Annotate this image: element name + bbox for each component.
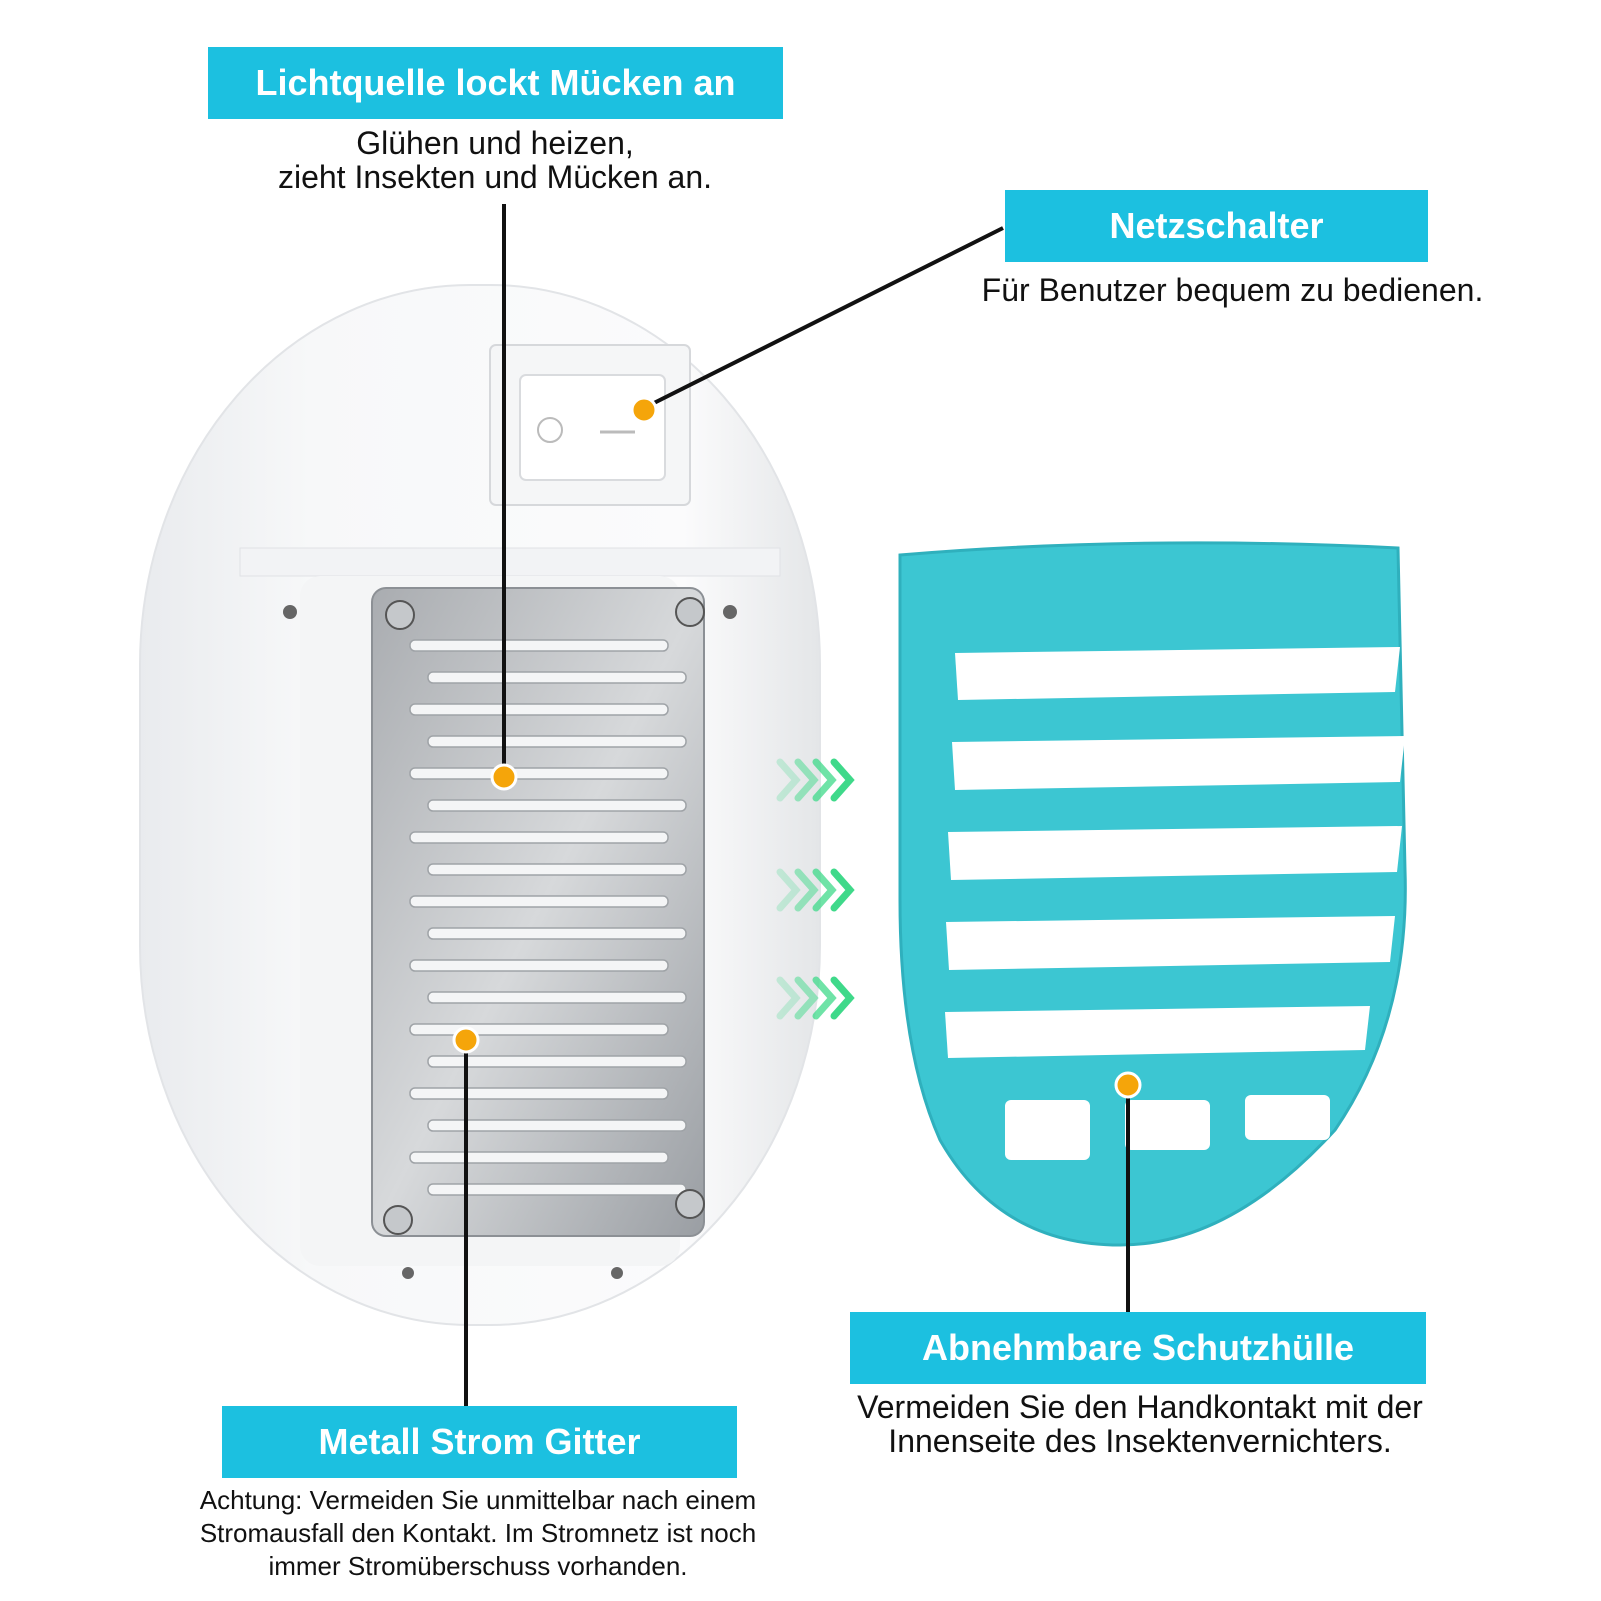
grid-slot xyxy=(427,799,687,812)
grid-slot xyxy=(427,1055,687,1068)
desc-line: Innenseite des Insektenvernichters. xyxy=(888,1423,1392,1459)
arrow-chevron xyxy=(794,758,819,802)
callout-desc-power-switch: Für Benutzer bequem zu bedienen. xyxy=(940,272,1525,308)
cover-opening xyxy=(948,826,1402,880)
arrow-chevron xyxy=(776,758,801,802)
grid-slot xyxy=(409,831,669,844)
arrow-chevron xyxy=(812,976,837,1020)
cover-opening xyxy=(1005,1100,1090,1160)
grid-slot xyxy=(409,959,669,972)
callout-desc-cover: Vermeiden Sie den Handkontakt mit der In… xyxy=(800,1390,1480,1458)
arrow-chevron xyxy=(830,868,855,912)
grid-slot xyxy=(427,671,687,684)
callout-desc-metal-grid: Achtung: Vermeiden Sie unmittelbar nach … xyxy=(138,1484,818,1583)
callout-title-light-source: Lichtquelle lockt Mücken an xyxy=(208,47,783,119)
arrow-chevron xyxy=(812,758,837,802)
arrow-chevron xyxy=(794,976,819,1020)
cover-opening xyxy=(1245,1095,1330,1140)
marker-metal-grid xyxy=(452,1026,480,1054)
cover-opening xyxy=(945,1006,1370,1058)
arrow-chevron xyxy=(830,976,855,1020)
leader-lines xyxy=(464,204,1130,1406)
marker-power-switch xyxy=(630,396,658,424)
cover-opening xyxy=(955,647,1400,700)
marker-cover xyxy=(1114,1071,1142,1099)
arrow-chevron xyxy=(812,868,837,912)
grid-slot xyxy=(427,1119,687,1132)
cover-opening xyxy=(946,916,1395,970)
power-switch xyxy=(489,344,691,506)
arrows xyxy=(776,758,855,1020)
metal-grid xyxy=(371,587,705,1237)
desc-line: Vermeiden Sie den Handkontakt mit der xyxy=(857,1389,1423,1425)
arrow-chevron xyxy=(776,868,801,912)
cover-opening xyxy=(1125,1100,1210,1150)
marker-light-source xyxy=(490,763,518,791)
callout-desc-light-source: Glühen und heizen, zieht Insekten und Mü… xyxy=(225,126,765,194)
callout-title-metal-grid: Metall Strom Gitter xyxy=(222,1406,737,1478)
arrow-chevron xyxy=(794,868,819,912)
callout-title-power-switch: Netzschalter xyxy=(1005,190,1428,262)
arrow-chevron xyxy=(776,976,801,1020)
grid-slot xyxy=(409,703,669,716)
grid-slot xyxy=(427,991,687,1004)
grid-slot xyxy=(427,863,687,876)
grid-slot xyxy=(409,1023,669,1036)
grid-slot xyxy=(409,639,669,652)
markers xyxy=(452,396,1142,1099)
desc-line: Glühen und heizen, xyxy=(356,125,634,161)
grid-slot xyxy=(409,1151,669,1164)
desc-line: Achtung: Vermeiden Sie unmittelbar nach … xyxy=(199,1485,757,1515)
protective-cover xyxy=(898,541,1407,1247)
grid-slot xyxy=(427,927,687,940)
desc-line: zieht Insekten und Mücken an. xyxy=(277,159,713,195)
callout-title-cover: Abnehmbare Schutzhülle xyxy=(850,1312,1426,1384)
grid-slot xyxy=(427,1183,687,1196)
grid-slot xyxy=(427,735,687,748)
desc-line: Stromausfall den Kontakt. Im Stromnetz i… xyxy=(199,1518,757,1548)
grid-slot xyxy=(409,1087,669,1100)
grid-slot xyxy=(409,895,669,908)
desc-line: Für Benutzer bequem zu bedienen. xyxy=(981,272,1484,308)
desc-line: immer Stromüberschuss vorhanden. xyxy=(268,1551,688,1581)
cover-opening xyxy=(952,736,1405,790)
grid-slot xyxy=(409,767,669,780)
arrow-chevron xyxy=(830,758,855,802)
